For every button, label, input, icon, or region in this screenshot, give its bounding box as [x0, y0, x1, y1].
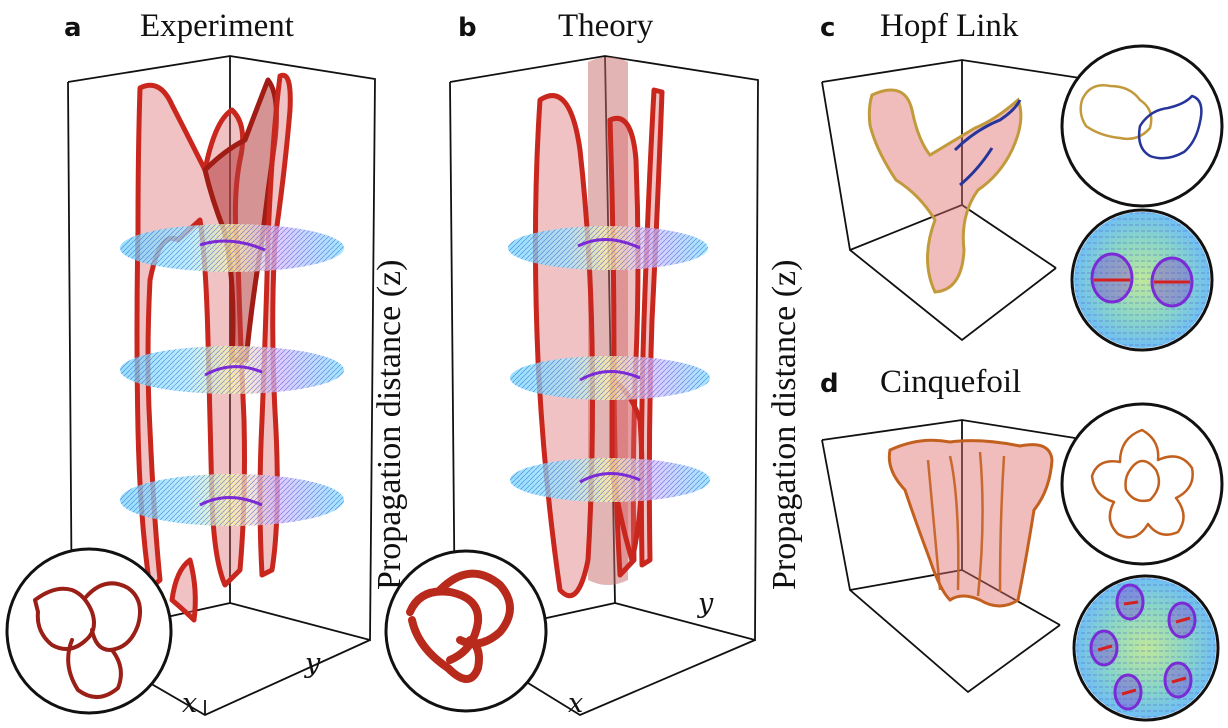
panel-title-a: Experiment	[140, 8, 294, 44]
vortex-surfaces-b	[532, 57, 665, 599]
cinquefoil-knot-icon	[1090, 428, 1194, 539]
panel-letter-c: c	[820, 13, 835, 43]
hopf-link-icon	[1079, 84, 1203, 160]
panel-d: d Cinquefoil	[820, 364, 1224, 722]
trefoil-inset-theory	[384, 549, 548, 713]
y-axis-label-b: y	[697, 588, 714, 619]
z-axis-label-a: Propagation distance (z)	[371, 260, 408, 590]
panel-letter-a: a	[64, 13, 82, 43]
bounding-box-c	[821, 59, 1081, 342]
panel-letter-d: d	[820, 369, 839, 399]
cinquefoil-field-inset	[1072, 574, 1220, 722]
cross-section-slices-a	[120, 224, 344, 526]
panel-a: a Experiment y x	[5, 8, 376, 719]
x-axis-label-b: x	[568, 688, 583, 719]
panel-letter-b: b	[458, 13, 477, 43]
cinquefoil-surface	[887, 438, 1054, 608]
y-axis-label-a: y	[304, 648, 321, 679]
vortex-surfaces-a	[134, 72, 293, 623]
panel-title-b: Theory	[558, 8, 654, 44]
trefoil-knot-icon	[406, 569, 514, 683]
hopf-link-inset	[1060, 44, 1224, 208]
hopf-field-inset	[1070, 208, 1214, 352]
x-axis-label-a: x	[182, 688, 197, 719]
panel-title-d: Cinquefoil	[880, 364, 1021, 400]
cross-section-slices-b	[508, 226, 710, 502]
z-axis-label-b: Propagation distance (z)	[766, 260, 803, 590]
trefoil-knot-icon	[33, 581, 142, 699]
bounding-box-d	[821, 419, 1076, 694]
panel-b: b Theory y x	[384, 8, 759, 719]
cinquefoil-inset	[1060, 402, 1224, 566]
hopf-surface	[867, 88, 1023, 294]
panel-c: c Hopf Link	[820, 8, 1224, 352]
trefoil-inset-experiment	[5, 547, 173, 715]
panel-title-c: Hopf Link	[880, 8, 1019, 44]
